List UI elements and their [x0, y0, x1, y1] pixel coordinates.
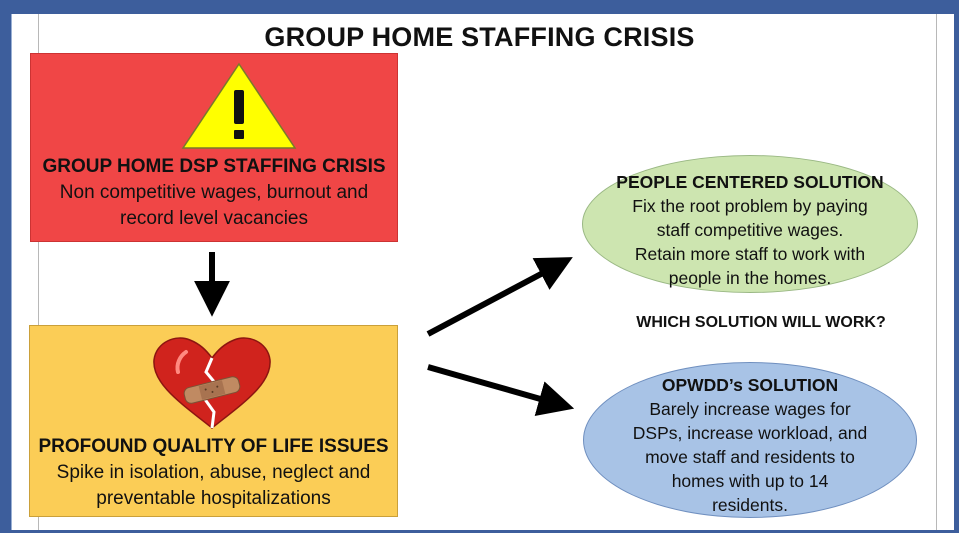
opwdd-solution-line-2: DSPs, increase workload, and: [632, 423, 868, 443]
opwdd-solution-line-4: homes with up to 14: [671, 471, 829, 491]
opwdd-solution-text: OPWDD’s SOLUTION Barely increase wages f…: [584, 373, 916, 517]
guide-line-right: [936, 14, 937, 530]
opwdd-solution-line-3: move staff and residents to: [645, 447, 855, 467]
people-solution-line-4: people in the homes.: [668, 268, 832, 288]
people-solution-line-3: Retain more staff to work with: [634, 244, 866, 264]
question-text: WHICH SOLUTION WILL WORK?: [636, 314, 886, 331]
crisis-line-1: Non competitive wages, burnout and: [59, 182, 369, 203]
quality-text: PROFOUND QUALITY OF LIFE ISSUES Spike in…: [30, 434, 397, 512]
quality-of-life-box: PROFOUND QUALITY OF LIFE ISSUES Spike in…: [29, 325, 398, 517]
people-solution-text: PEOPLE CENTERED SOLUTION Fix the root pr…: [583, 170, 917, 290]
opwdd-solution-line-5: residents.: [712, 495, 788, 515]
opwdd-solution-heading: OPWDD’s SOLUTION: [661, 375, 839, 395]
crisis-heading: GROUP HOME DSP STAFFING CRISIS: [42, 156, 386, 177]
frame-right-edge: [953, 0, 959, 533]
people-solution-line-2: staff competitive wages.: [656, 220, 844, 240]
people-centered-solution-ellipse: PEOPLE CENTERED SOLUTION Fix the root pr…: [582, 155, 918, 293]
crisis-box: GROUP HOME DSP STAFFING CRISIS Non compe…: [30, 53, 398, 242]
warning-triangle-icon: [181, 62, 297, 149]
quality-line-2: preventable hospitalizations: [96, 488, 331, 509]
arrow-to-opwdd-solution: [427, 364, 575, 417]
people-solution-heading: PEOPLE CENTERED SOLUTION: [616, 172, 884, 192]
opwdd-solution-ellipse: OPWDD’s SOLUTION Barely increase wages f…: [583, 362, 917, 518]
quality-heading: PROFOUND QUALITY OF LIFE ISSUES: [38, 436, 389, 457]
frame-bottom-edge: [0, 530, 959, 533]
arrow-to-people-solution: [426, 257, 573, 337]
quality-line-1: Spike in isolation, abuse, neglect and: [56, 462, 371, 483]
diagram-title: GROUP HOME STAFFING CRISIS: [264, 22, 695, 52]
broken-heart-bandage-icon: [153, 337, 271, 429]
opwdd-solution-line-1: Barely increase wages for: [649, 399, 851, 419]
frame-left-edge: [0, 0, 11, 533]
frame-top-edge: [0, 0, 959, 14]
people-solution-line-1: Fix the root problem by paying: [632, 196, 868, 216]
crisis-text: GROUP HOME DSP STAFFING CRISIS Non compe…: [31, 154, 397, 232]
crisis-line-2: record level vacancies: [120, 208, 308, 229]
guide-line-left: [38, 14, 39, 530]
